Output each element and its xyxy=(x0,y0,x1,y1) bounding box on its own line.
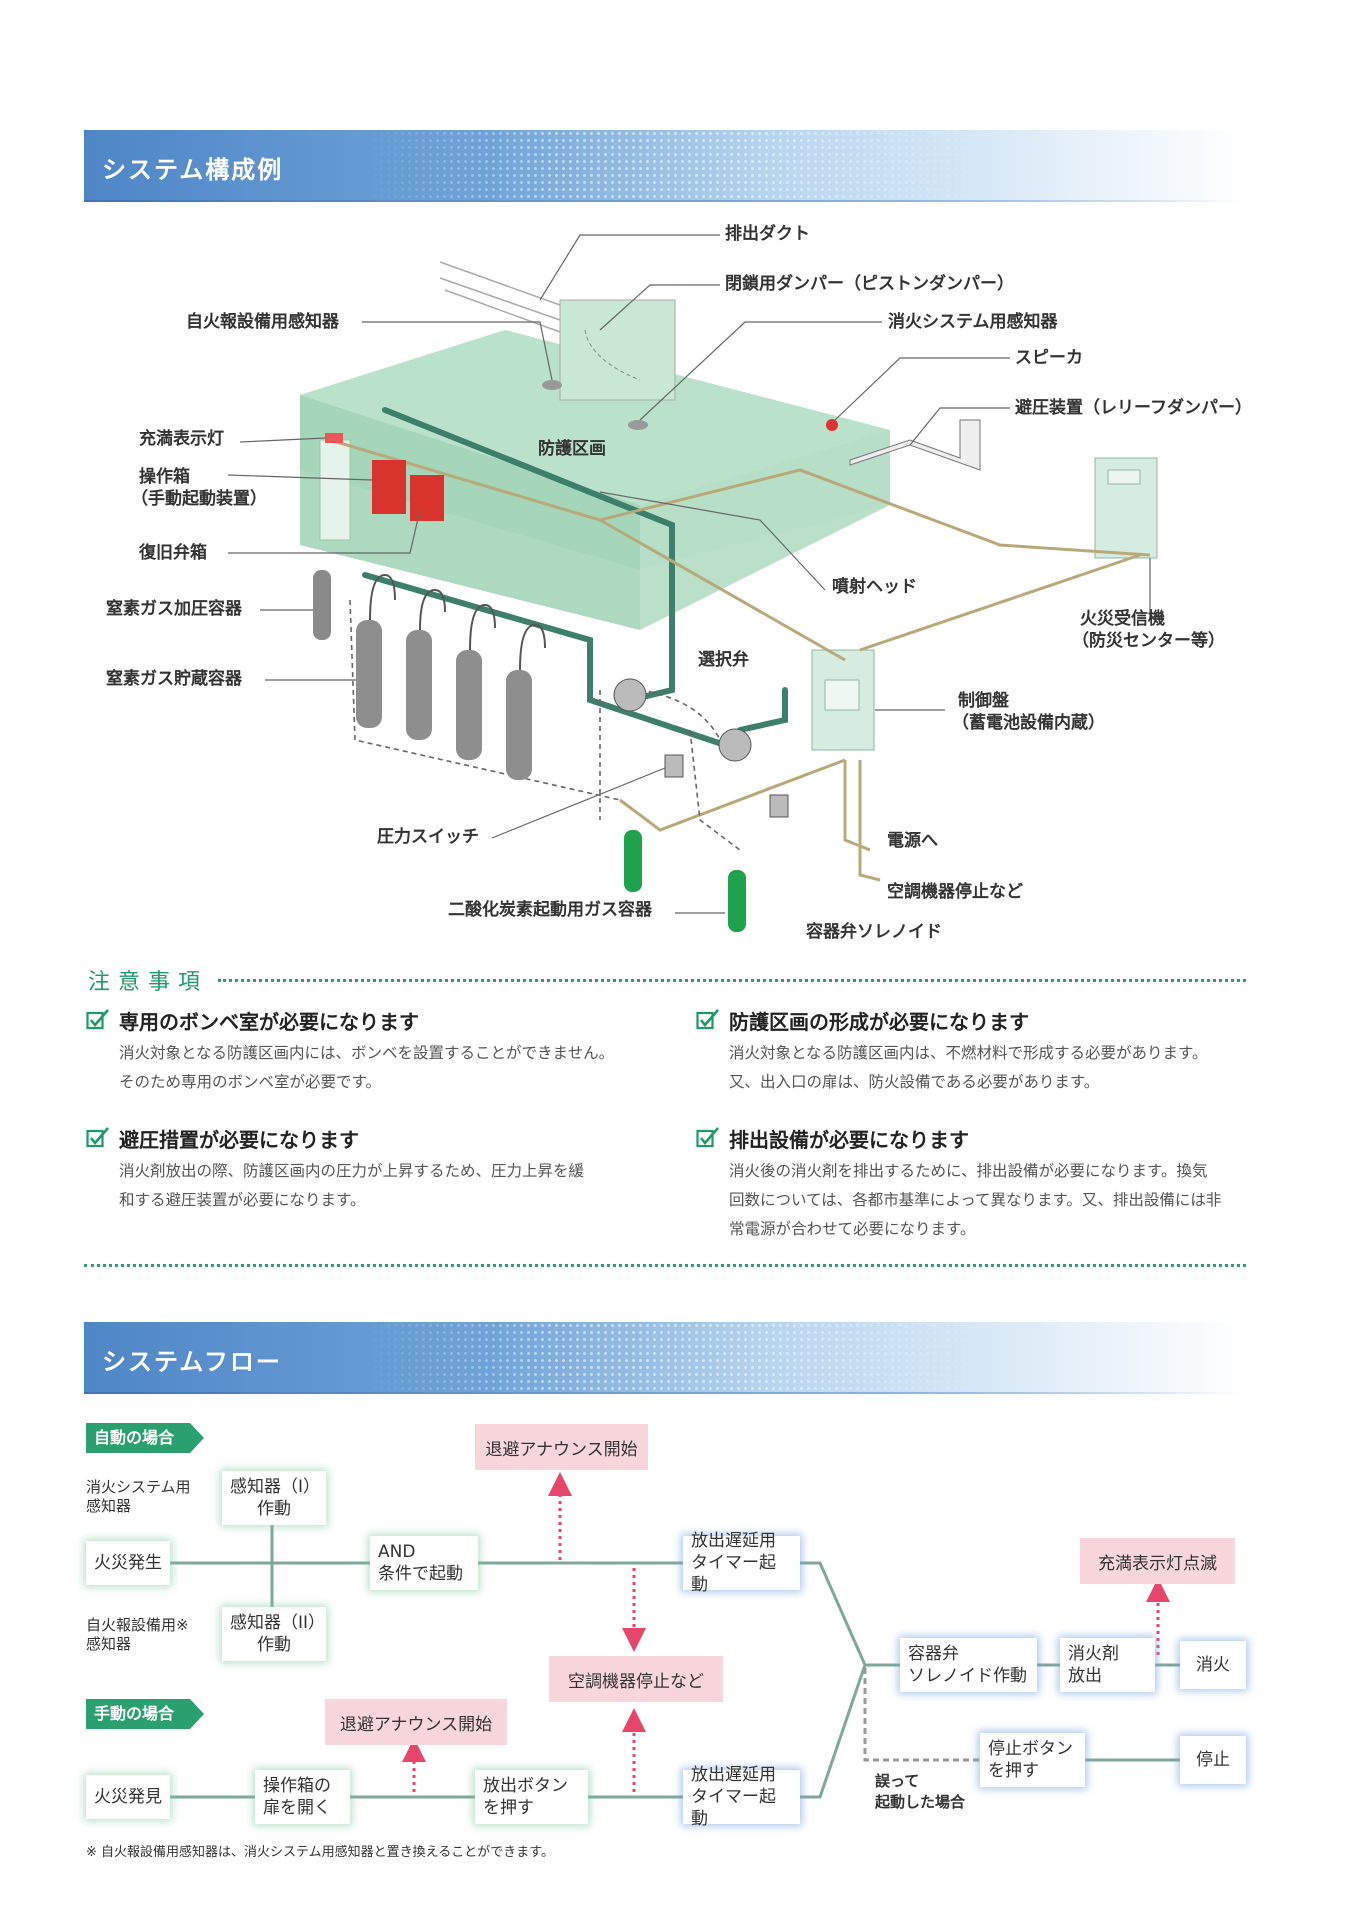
note-heading-cylinder-room: 専用のボンベ室が必要になります xyxy=(119,1010,419,1034)
check-icon xyxy=(696,1127,719,1148)
label-receiver-sub: （防災センター等） xyxy=(1072,631,1225,651)
label-exhaust-duct: 排出ダクト xyxy=(725,224,810,244)
box-sensor-1: 感知器（I）作動 xyxy=(222,1471,326,1525)
tag-auto: 自動の場合 xyxy=(86,1423,204,1453)
label-co2-container: 二酸化炭素起動用ガス容器 xyxy=(448,900,652,920)
note-text-exhaust-3: 常電源が合わせて必要になります。 xyxy=(729,1220,976,1238)
footnote: ※ 自火報設備用感知器は、消火システム用感知器と置き換えることができます。 xyxy=(86,1845,554,1860)
box-release: 消火剤放出 xyxy=(1060,1638,1155,1692)
label-to-power: 電源へ xyxy=(887,831,938,851)
note-text-pressure-1: 消火剤放出の際、防護区画内の圧力が上昇するため、圧力上昇を緩 xyxy=(119,1162,585,1180)
box-evac-announce-auto: 退避アナウンス開始 xyxy=(475,1424,648,1470)
ext-detector-label-2: 感知器 xyxy=(86,1497,132,1515)
label-operation-box-sub: （手動起動装置） xyxy=(131,489,267,509)
mistake-label-2: 起動した場合 xyxy=(875,1793,966,1811)
label-operation-box: 操作箱 xyxy=(139,467,190,487)
note-heading-pressure: 避圧措置が必要になります xyxy=(119,1128,359,1152)
box-solenoid: 容器弁ソレノイド作動 xyxy=(900,1638,1037,1692)
ext-detector-label-1: 消火システム用 xyxy=(86,1478,191,1496)
section-header-system-flow: システムフロー xyxy=(84,1322,1244,1394)
box-press-release: 放出ボタンを押す xyxy=(475,1770,588,1824)
alarm-detector-label-1: 自火報設備用※ xyxy=(86,1616,189,1634)
note-text-cylinder-room-1: 消火対象となる防護区画内には、ボンベを設置することができません。 xyxy=(119,1044,615,1062)
section-title: システム構成例 xyxy=(102,156,284,184)
label-full-indicator: 充満表示灯 xyxy=(139,429,224,449)
note-text-exhaust-2: 回数については、各都市基準によって異なります。又、排出設備には非 xyxy=(729,1191,1222,1209)
mistake-label-1: 誤って xyxy=(875,1772,920,1790)
note-text-zone-2: 又、出入口の扉は、防火設備である必要があります。 xyxy=(729,1073,1100,1091)
label-speaker: スピーカ xyxy=(1015,348,1083,368)
label-damper: 閉鎖用ダンパー（ピストンダンパー） xyxy=(725,274,1014,294)
note-text-cylinder-room-2: そのため専用のボンベ室が必要です。 xyxy=(119,1073,381,1091)
system-diagram xyxy=(227,234,1158,932)
label-control-panel-sub: （蓄電池設備内蔵） xyxy=(952,713,1105,733)
box-extinguish: 消火 xyxy=(1180,1641,1246,1689)
label-receiver: 火災受信機 xyxy=(1080,609,1165,629)
box-timer-auto: 放出遅延用タイマー起動 xyxy=(683,1531,800,1595)
label-reset-valve-box: 復旧弁箱 xyxy=(139,543,207,563)
box-fire-found: 火災発見 xyxy=(86,1775,170,1819)
label-control-panel: 制御盤 xyxy=(958,691,1009,711)
notes-divider-top xyxy=(218,979,1246,982)
label-spray-head: 噴射ヘッド xyxy=(832,577,917,597)
box-stop-button: 停止ボタンを押す xyxy=(980,1733,1085,1787)
box-evac-announce-manual: 退避アナウンス開始 xyxy=(325,1699,507,1745)
box-hvac-stop: 空調機器停止など xyxy=(549,1656,723,1702)
label-hvac-stop: 空調機器停止など xyxy=(887,882,1023,902)
label-fire-alarm-detector: 自火報設備用感知器 xyxy=(186,312,339,332)
label-relief-device: 避圧装置（レリーフダンパー） xyxy=(1015,398,1252,418)
check-icon xyxy=(696,1009,719,1030)
notes-divider-bottom xyxy=(84,1264,1246,1267)
section-header-system-example: システム構成例 xyxy=(84,130,1244,202)
box-open-box: 操作箱の扉を開く xyxy=(255,1770,350,1824)
notes-title: 注意事項 xyxy=(88,970,209,995)
label-pressure-switch: 圧力スイッチ xyxy=(377,827,479,847)
note-heading-zone: 防護区画の形成が必要になります xyxy=(729,1010,1029,1034)
box-fire-occur: 火災発生 xyxy=(86,1541,170,1585)
flow-lines xyxy=(165,1472,1180,1799)
label-solenoid: 容器弁ソレノイド xyxy=(806,922,942,942)
note-text-zone-1: 消火対象となる防護区画内は、不燃材料で形成する必要があります。 xyxy=(729,1044,1208,1062)
box-stop: 停止 xyxy=(1180,1736,1246,1784)
label-n2-storage: 窒素ガス貯蔵容器 xyxy=(106,669,242,689)
check-icon xyxy=(86,1127,109,1148)
note-text-pressure-2: 和する避圧装置が必要になります。 xyxy=(119,1191,366,1209)
note-text-exhaust-1: 消火後の消火剤を排出するために、排出設備が必要になります。換気 xyxy=(729,1162,1208,1180)
alarm-detector-label-2: 感知器 xyxy=(86,1635,132,1653)
check-icon xyxy=(86,1009,109,1030)
label-protected-zone: 防護区画 xyxy=(538,439,606,459)
box-sensor-2: 感知器（II）作動 xyxy=(222,1607,326,1661)
note-heading-exhaust: 排出設備が必要になります xyxy=(729,1128,969,1152)
label-n2-pressurizer: 窒素ガス加圧容器 xyxy=(106,599,242,619)
label-selector-valve: 選択弁 xyxy=(698,650,749,670)
section-title: システムフロー xyxy=(102,1348,282,1376)
box-full-lamp: 充満表示灯点滅 xyxy=(1080,1538,1235,1584)
label-extinguish-detector: 消火システム用感知器 xyxy=(888,312,1058,332)
tag-manual: 手動の場合 xyxy=(86,1699,204,1729)
box-timer-manual: 放出遅延用タイマー起動 xyxy=(683,1765,800,1829)
